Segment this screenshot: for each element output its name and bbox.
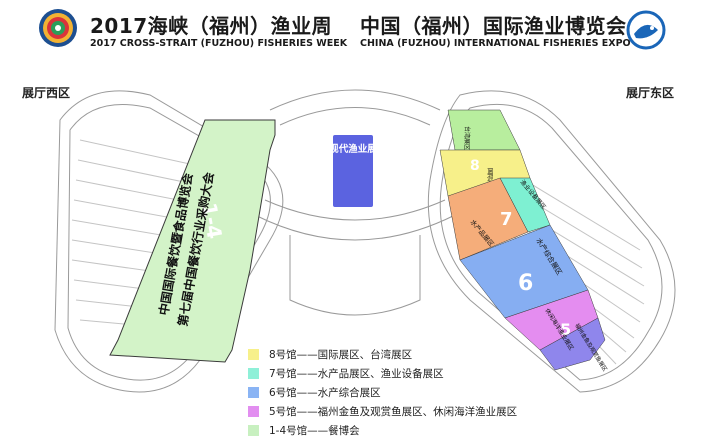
legend-item-hall-6: 6号馆——水产综合展区 (248, 384, 517, 401)
center-pavilion-area[interactable] (333, 135, 373, 207)
legend-item-hall-8: 8号馆——国际展区、台湾展区 (248, 346, 517, 363)
legend-swatch (248, 406, 259, 417)
legend-swatch (248, 349, 259, 360)
title-right-en: CHINA (FUZHOU) INTERNATIONAL FISHERIES E… (360, 38, 631, 49)
legend-label: 6号馆——水产综合展区 (269, 387, 381, 399)
legend-item-hall-5: 5号馆——福州金鱼及观赏鱼展区、休闲海洋渔业展区 (248, 403, 517, 420)
header: 2017海峡（福州）渔业周 2017 CROSS-STRAIT (FUZHOU)… (0, 0, 711, 62)
hall-8-number: 8 (470, 158, 480, 174)
hall-8-sub1: 台湾展区 (463, 126, 471, 150)
hall-7-number: 7 (500, 209, 513, 230)
hall-5-purple-area[interactable] (539, 317, 606, 371)
center-pavilion-label: 福建现代渔业展示馆 (309, 143, 396, 155)
legend-label: 8号馆——国际展区、台湾展区 (269, 349, 413, 361)
legend: 8号馆——国际展区、台湾展区 7号馆——水产品展区、渔业设备展区 6号馆——水产… (248, 346, 517, 441)
legend-item-hall-1-4: 1-4号馆——餐博会 (248, 422, 517, 439)
center-pavilion-line: 福建现代渔业展示馆 (309, 143, 396, 155)
legend-swatch (248, 368, 259, 379)
hall-6-number: 6 (518, 271, 533, 296)
fisheries-week-logo (39, 9, 77, 47)
area-label-east: 展厅东区 (626, 86, 675, 100)
hall-8-sub2: 国际展区 (486, 168, 494, 192)
legend-item-hall-7: 7号馆——水产品展区、渔业设备展区 (248, 365, 517, 382)
venue-outline (54, 89, 676, 393)
hall-7-orange-area[interactable] (447, 177, 529, 261)
legend-label: 7号馆——水产品展区、渔业设备展区 (269, 368, 444, 380)
hall-1-4[interactable]: 1-4 中国国际餐饮暨食品博览会 第七届中国餐饮行业采购大会 (109, 119, 276, 363)
legend-swatch (248, 387, 259, 398)
center-pavilion[interactable]: 福建现代渔业展示馆 (309, 135, 396, 207)
hall-top-green (447, 109, 521, 151)
area-label-west: 展厅西区 (22, 86, 71, 100)
hall-5-number: 5 (560, 320, 571, 339)
legend-label: 1-4号馆——餐博会 (269, 425, 360, 437)
venue-map: 1-4 中国国际餐饮暨食品博览会 第七届中国餐饮行业采购大会 福建现代渔业展示馆… (54, 89, 676, 393)
title-left-cn: 2017海峡（福州）渔业周 (90, 14, 333, 38)
legend-swatch (248, 425, 259, 436)
hall-6[interactable]: 6 水产综合展区 (459, 224, 589, 319)
fisheries-expo-logo (626, 10, 666, 50)
title-left-en: 2017 CROSS-STRAIT (FUZHOU) FISHERIES WEE… (90, 38, 348, 49)
hall-1-4-area[interactable] (109, 119, 276, 363)
title-right-cn: 中国（福州）国际渔业博览会 (360, 14, 627, 38)
legend-label: 5号馆——福州金鱼及观赏鱼展区、休闲海洋渔业展区 (269, 406, 518, 418)
